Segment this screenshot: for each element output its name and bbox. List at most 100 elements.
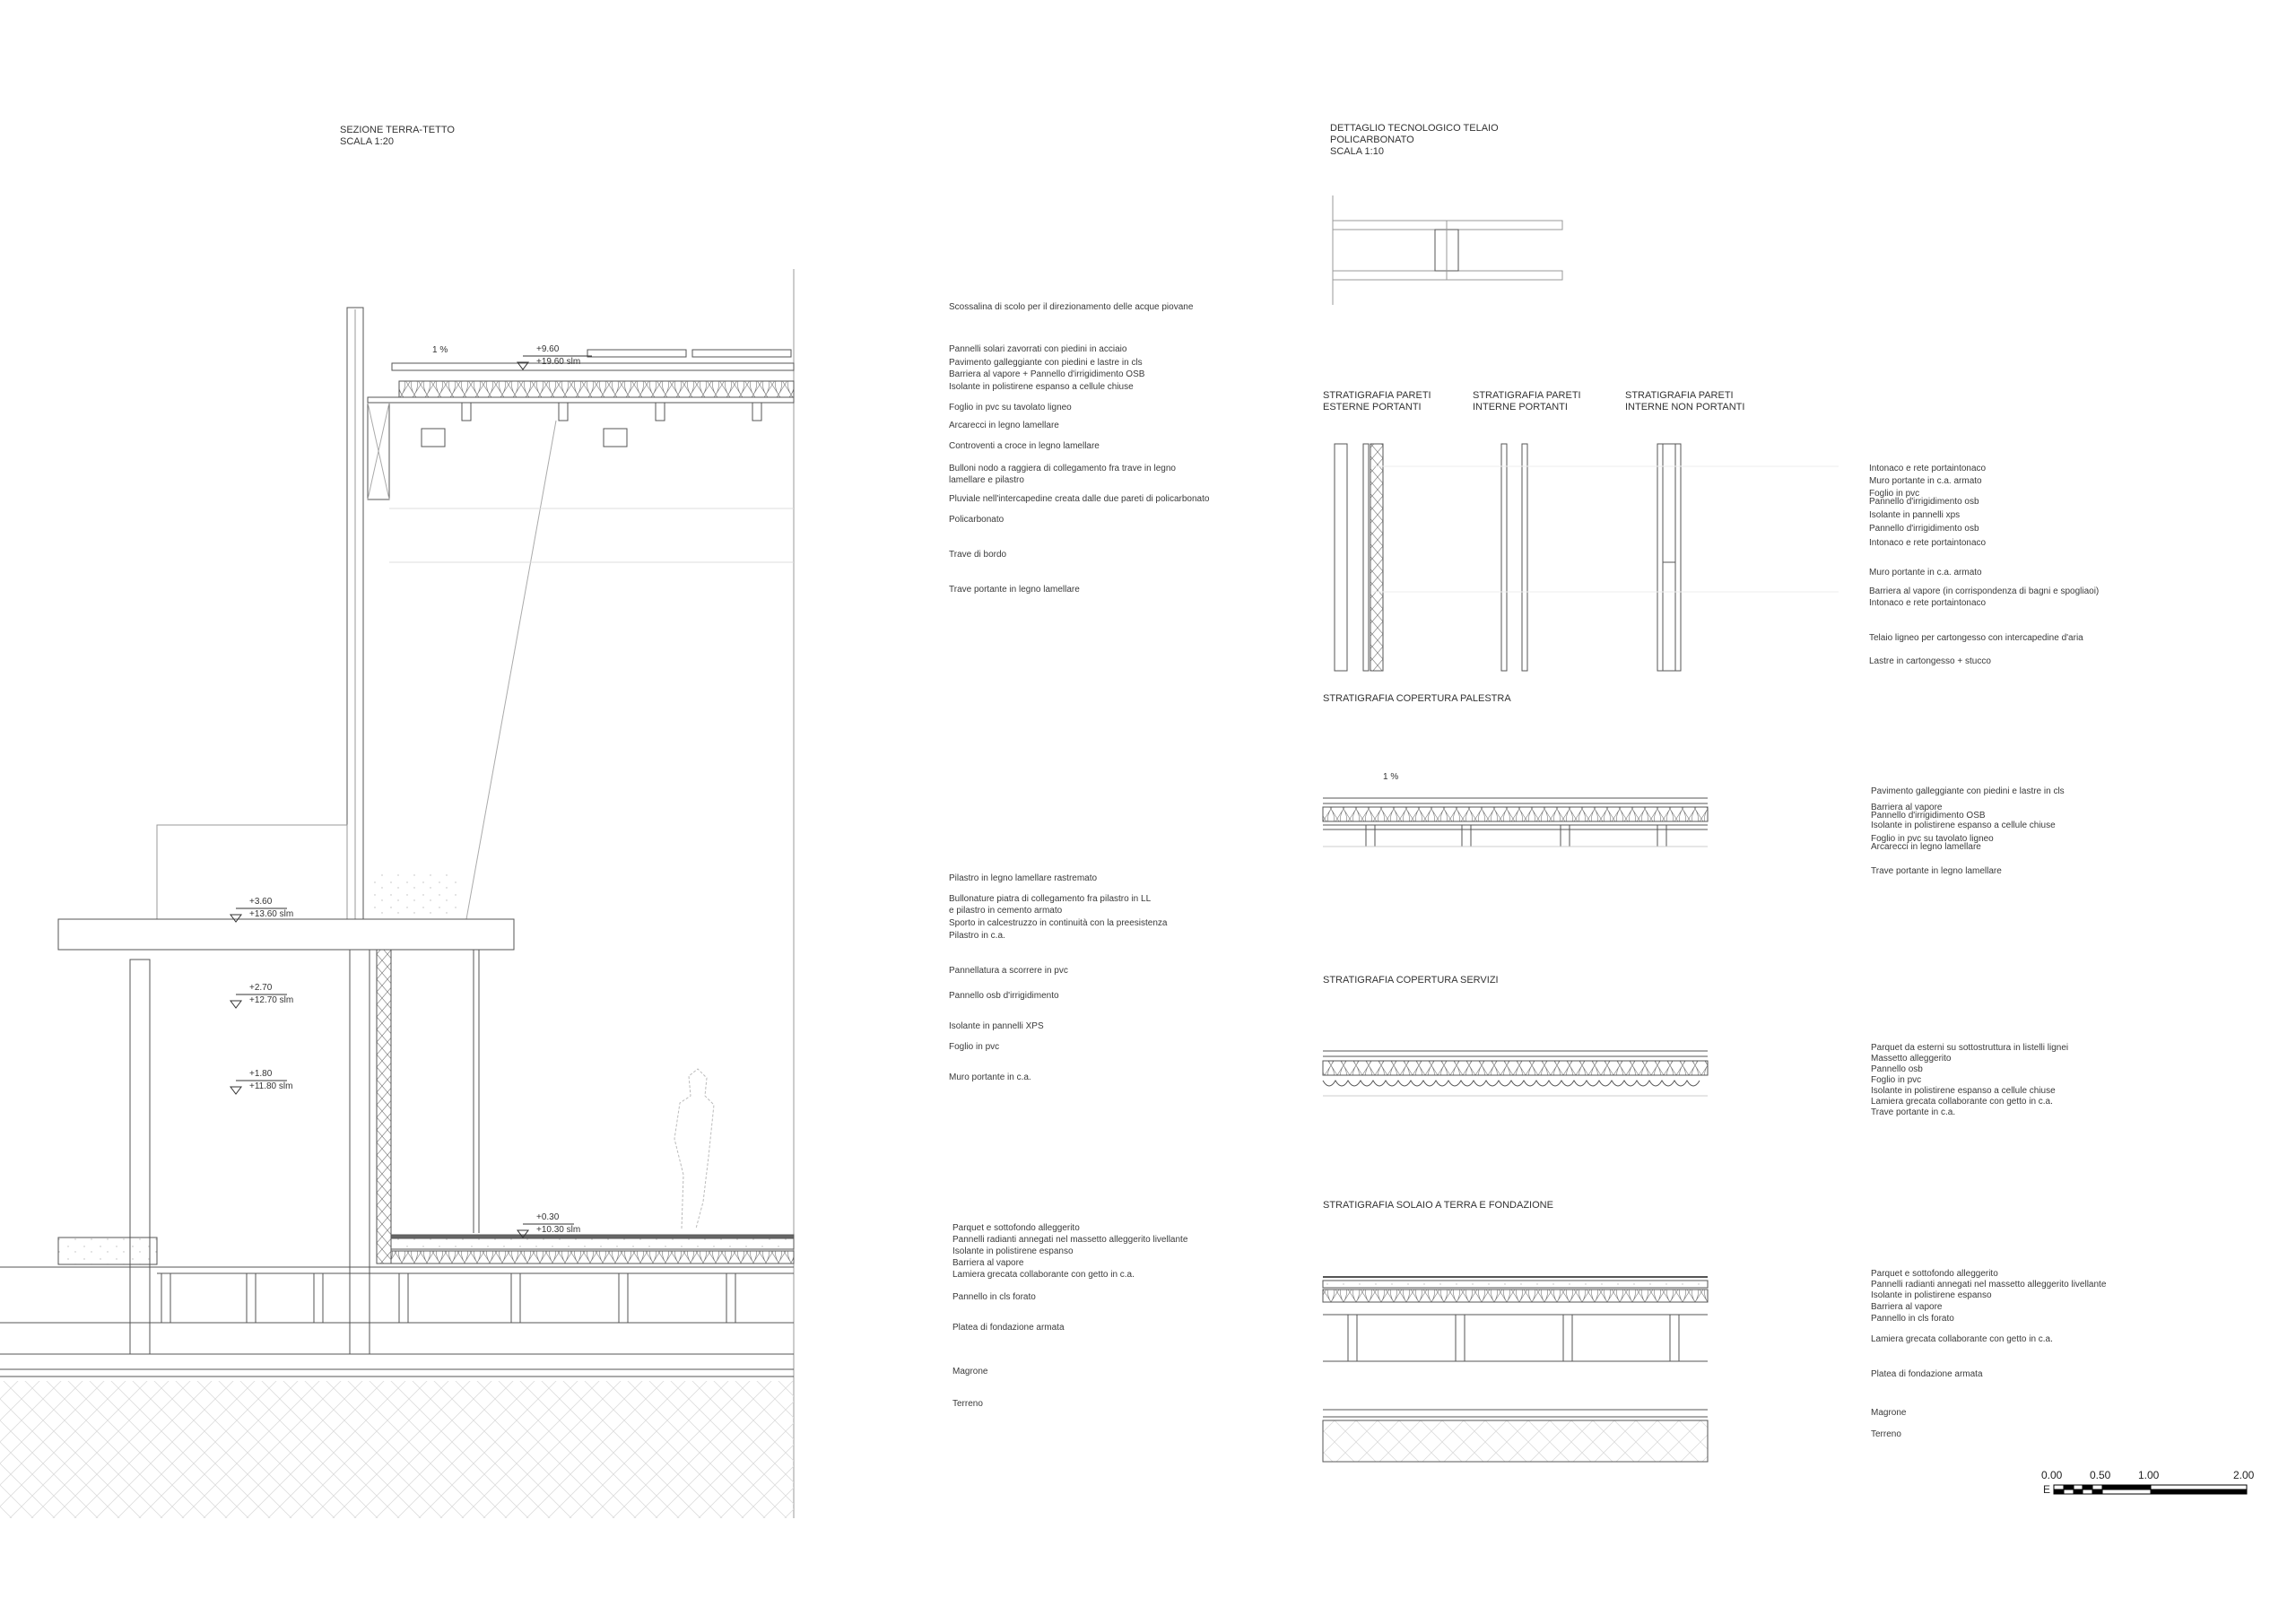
callout: Pannelli radianti annegati nel massetto … [952, 1235, 1188, 1245]
callout: Lastre in cartongesso + stucco [1869, 656, 1991, 666]
detail-title: DETTAGLIO TECNOLOGICO TELAIO [1330, 123, 1499, 134]
callout: Pannello d'irrigidimento OSB [1871, 811, 1986, 821]
callout: Isolante in polistirene espanso [1871, 1290, 1992, 1300]
level-rel: +1.80 [249, 1069, 273, 1079]
callout: Pilastro in legno lamellare rastremato [949, 873, 1098, 883]
services-roof-stratigraphy [1322, 1050, 1709, 1097]
callout: Platea di fondazione armata [952, 1323, 1065, 1333]
callout: Terreno [1871, 1429, 1901, 1439]
callout: Foglio in pvc su tavolato ligneo [1871, 834, 1994, 844]
callout: Lamiera grecata collaborante con getto i… [1871, 1334, 2053, 1344]
slope-label: 1 % [432, 345, 448, 355]
callout: Magrone [952, 1367, 988, 1376]
callout: Scossalina di scolo per il direzionament… [949, 302, 1194, 312]
detail-title: POLICARBONATO [1330, 135, 1414, 145]
callout: Pluviale nell'intercapedine creata dalle… [949, 494, 1210, 504]
callout: Platea di fondazione armata [1871, 1369, 1983, 1379]
callout: Pavimento galleggiante con piedini e las… [1871, 786, 2065, 796]
scale-tick: 0.00 [2041, 1469, 2063, 1481]
level-rel: +9.60 [536, 344, 560, 354]
scale-tick: 1.00 [2138, 1469, 2160, 1481]
callout: Pannellatura a scorrere in pvc [949, 966, 1068, 976]
wall-title: STRATIGRAFIA PARETI [1473, 390, 1581, 401]
section-scale: SCALA 1:20 [340, 136, 394, 147]
callout: e pilastro in cemento armato [949, 906, 1063, 916]
callout: Isolante in polistirene espanso a cellul… [949, 382, 1134, 392]
callout: Barriera al vapore [1871, 1302, 1943, 1312]
callout: lamellare e pilastro [949, 475, 1024, 485]
callout: Pannelli radianti annegati nel massetto … [1871, 1280, 2107, 1290]
scale-tick: 0.50 [2090, 1469, 2111, 1481]
callout: Terreno [952, 1399, 983, 1409]
callout: Trave portante in legno lamellare [1871, 866, 2002, 876]
gym-roof-title: STRATIGRAFIA COPERTURA PALESTRA [1323, 693, 1511, 704]
callout: Trave di bordo [949, 550, 1007, 560]
gym-roof-stratigraphy [1322, 797, 1709, 847]
callout: Barriera al vapore [1871, 803, 1943, 812]
wall-title: STRATIGRAFIA PARETI [1323, 390, 1431, 401]
level-abs: +11.80 slm [249, 1081, 293, 1091]
callout: Pannello in cls forato [952, 1292, 1036, 1302]
level-abs: +13.60 slm [249, 909, 294, 919]
ground-slab-title: STRATIGRAFIA SOLAIO A TERRA E FONDAZIONE [1323, 1200, 1553, 1211]
callout: Parquet da esterni su sottostruttura in … [1871, 1043, 2069, 1053]
graphic-scale-bar [2053, 1484, 2248, 1495]
callout: Pannello in cls forato [1871, 1314, 1954, 1324]
callout: Trave portante in c.a. [1871, 1107, 1956, 1117]
callout: Barriera al vapore [952, 1258, 1024, 1268]
callout: Isolante in polistirene espanso [952, 1246, 1074, 1256]
callout: Telaio ligneo per cartongesso con interc… [1869, 633, 2083, 643]
level-rel: +0.30 [536, 1212, 560, 1222]
callout: Barriera al vapore + Pannello d'irrigidi… [949, 369, 1145, 379]
callout: Lamiera grecata collaborante con getto i… [1871, 1097, 2053, 1107]
callout: Isolante in polistirene espanso a cellul… [1871, 821, 2056, 830]
callout: Lamiera grecata collaborante con getto i… [952, 1270, 1135, 1280]
wall-stratigraphies [1334, 443, 1839, 672]
section-title: SEZIONE TERRA-TETTO [340, 125, 455, 135]
callout: Massetto alleggerito [1871, 1054, 1952, 1064]
callout: Sporto in calcestruzzo in continuità con… [949, 918, 1168, 928]
detail-scale: SCALA 1:10 [1330, 146, 1384, 157]
callout: Isolante in pannelli XPS [949, 1021, 1044, 1031]
slope-label: 1 % [1383, 772, 1399, 782]
level-abs: +19.60 slm [536, 357, 581, 367]
callout: Muro portante in c.a. [949, 1073, 1031, 1082]
callout: Magrone [1871, 1408, 1907, 1418]
callout: Pavimento galleggiante con piedini e las… [949, 358, 1143, 368]
services-roof-title: STRATIGRAFIA COPERTURA SERVIZI [1323, 975, 1499, 986]
callout: Pannello osb d'irrigidimento [949, 991, 1059, 1001]
callout: Isolante in pannelli xps [1869, 510, 1961, 520]
level-abs: +10.30 slm [536, 1225, 581, 1235]
callout: Foglio in pvc [949, 1042, 1000, 1052]
scale-tick: 2.00 [2233, 1469, 2255, 1481]
callout: Isolante in polistirene espanso a cellul… [1871, 1086, 2056, 1096]
wall-title: INTERNE NON PORTANTI [1625, 402, 1745, 413]
callout: Pannelli solari zavorrati con piedini in… [949, 344, 1127, 354]
callout: Foglio in pvc [1869, 489, 1920, 499]
callout: Arcarecci in legno lamellare [1871, 842, 1981, 852]
callout: Barriera al vapore (in corrispondenza di… [1869, 586, 2100, 596]
callout: Muro portante in c.a. armato [1869, 568, 1982, 578]
callout: Intonaco e rete portaintonaco [1869, 598, 1987, 608]
callout: Parquet e sottofondo alleggerito [952, 1223, 1080, 1233]
wall-title: INTERNE PORTANTI [1473, 402, 1568, 413]
scale-orientation: E [2043, 1483, 2051, 1496]
polycarbonate-frame-detail [1332, 195, 1563, 305]
callout: Parquet e sottofondo alleggerito [1871, 1269, 1998, 1279]
section-ground-to-roof [0, 269, 795, 1518]
callout: Muro portante in c.a. armato [1869, 476, 1982, 486]
level-rel: +2.70 [249, 983, 273, 993]
wall-title: ESTERNE PORTANTI [1323, 402, 1422, 413]
callout: Foglio in pvc [1871, 1075, 1922, 1085]
callout: Pannello d'irrigidimento osb [1869, 497, 1979, 507]
callout: Intonaco e rete portaintonaco [1869, 464, 1987, 473]
callout: Pannello d'irrigidimento osb [1869, 524, 1979, 534]
callout: Controventi a croce in legno lamellare [949, 441, 1100, 451]
callout: Pannello osb [1871, 1064, 1923, 1074]
wall-title: STRATIGRAFIA PARETI [1625, 390, 1734, 401]
level-rel: +3.60 [249, 897, 273, 907]
callout: Pilastro in c.a. [949, 931, 1005, 941]
callout: Trave portante in legno lamellare [949, 585, 1080, 595]
